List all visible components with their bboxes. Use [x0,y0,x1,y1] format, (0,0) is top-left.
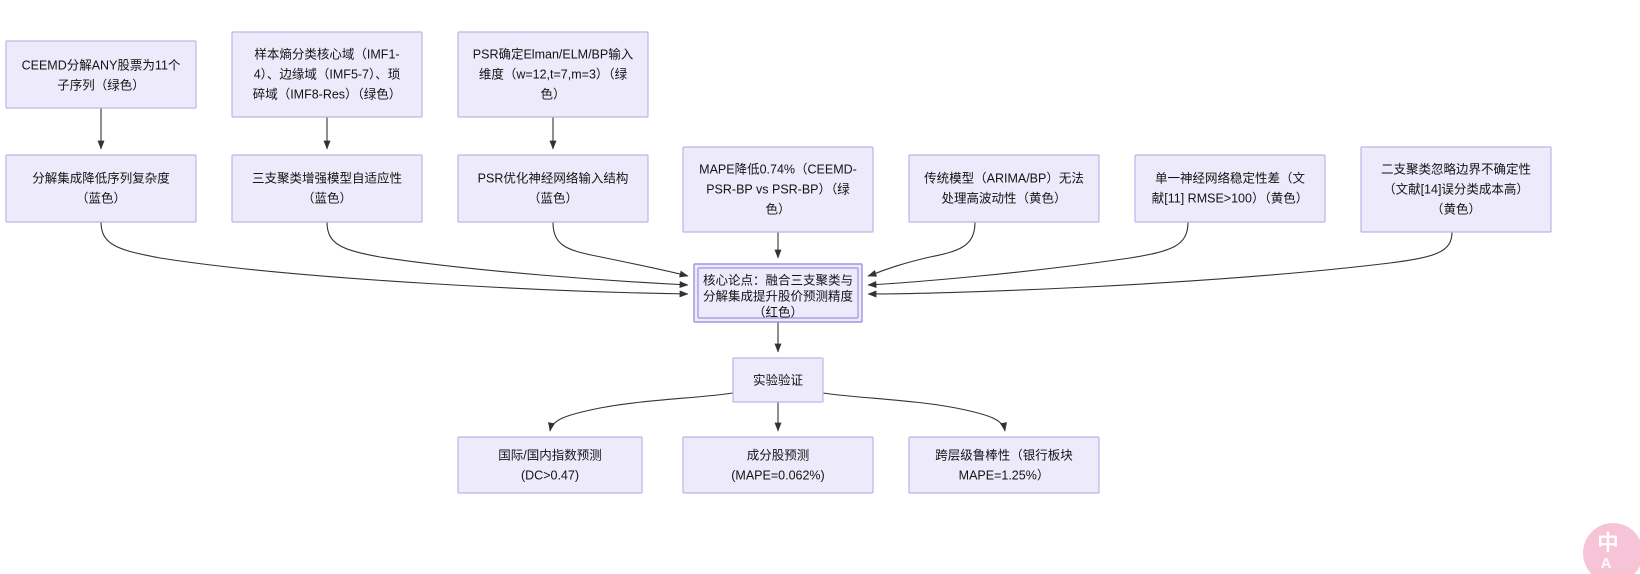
node-sample-entropy-classify[interactable]: 样本熵分类核心域（IMF1- 4）、边缘域（IMF5-7）、琐 碎域（IMF8-… [231,31,423,118]
node-label-line: 单一神经网络稳定性差（文 [1155,170,1306,185]
node-label-line: CEEMD分解ANY股票为11个 [22,58,181,72]
node-decomposition-reduces-complexity[interactable]: 分解集成降低序列复杂度 （蓝色） [5,154,197,223]
node-label-line: 二支聚类忽略边界不确定性 [1381,161,1531,176]
edge-n10-to-core [867,231,1453,298]
node-label-line: （黄色） [1431,201,1481,216]
node-label-line: 色） [765,201,790,216]
node-label-line: MAPE=1.25%） [959,468,1050,482]
watermark-primary-glyph: 中 [1598,532,1619,555]
node-ceemd-decompose[interactable]: CEEMD分解ANY股票为11个 子序列（绿色） [5,40,197,109]
node-label-line: 实验验证 [753,372,804,387]
node-label-line: 色） [540,86,565,101]
node-label-line: 献[11] RMSE>100）（黄色） [1152,190,1308,205]
node-psr-input-dimension[interactable]: PSR确定Elman/ELM/BP输入 维度（w=12,t=7,m=3）（绿 色… [457,31,649,118]
node-traditional-models-limitation[interactable]: 传统模型（ARIMA/BP）无法 处理高波动性（黄色） [908,154,1100,223]
node-label-line: 子序列（绿色） [57,77,145,92]
node-mape-reduction[interactable]: MAPE降低0.74%（CEEMD- PSR-BP vs PSR-BP）（绿 色… [682,146,874,233]
node-core-thesis[interactable]: 核心论点：融合三支聚类与 分解集成提升股价预测精度 （红色） [693,263,863,323]
node-label-line: 分解集成降低序列复杂度 [32,170,170,185]
node-constituent-stock-result[interactable]: 成分股预测 (MAPE=0.062%) [682,436,874,494]
edge-n8-to-core [867,221,976,277]
edge-n6-to-core [552,221,689,278]
node-single-network-instability[interactable]: 单一神经网络稳定性差（文 献[11] RMSE>100）（黄色） [1134,154,1326,223]
node-label-line: 跨层级鲁棒性（银行板块 [935,448,1073,462]
node-label-line: 分解集成提升股价预测精度 [703,288,854,303]
node-label-line: 碎域（IMF8-Res）（绿色） [253,86,402,101]
node-label-line: 维度（w=12,t=7,m=3）（绿 [479,66,628,81]
edge-exp-to-r3 [822,392,1007,432]
watermark-circle [1583,523,1640,574]
node-label-line: 国际/国内指数预测 [498,447,601,462]
node-label-line: （文献[14]误分类成本高） [1383,181,1529,196]
node-label-line: 传统模型（ARIMA/BP）无法 [924,170,1084,185]
node-label-line: PSR-BP vs PSR-BP）（绿 [706,181,850,196]
edge-n5-to-core [326,221,689,289]
edge-n4-to-core [100,221,689,298]
node-label-line: 4）、边缘域（IMF5-7）、琐 [254,66,401,81]
node-label-line: MAPE降低0.74%（CEEMD- [699,162,857,176]
node-label-line: 核心论点：融合三支聚类与 [703,272,853,287]
node-label-line: 样本熵分类核心域（IMF1- [254,46,399,61]
node-label-line: 三支聚类增强模型自适应性 [252,170,402,185]
node-label-line: PSR确定Elman/ELM/BP输入 [473,46,634,61]
node-label-line: (DC>0.47) [521,468,579,482]
node-index-prediction-result[interactable]: 国际/国内指数预测 (DC>0.47) [457,436,643,494]
node-label-line: (MAPE=0.062%) [731,468,824,482]
node-two-way-clustering-limitation[interactable]: 二支聚类忽略边界不确定性 （文献[14]误分类成本高） （黄色） [1360,146,1552,233]
node-label-line: （蓝色） [76,190,126,205]
node-label-line: （红色） [753,304,803,319]
watermark-secondary-glyph: A [1601,555,1612,572]
node-label-line: PSR优化神经网络输入结构 [478,170,629,185]
node-psr-optimizes-network-input[interactable]: PSR优化神经网络输入结构 （蓝色） [457,154,649,223]
node-three-way-clustering-adaptivity[interactable]: 三支聚类增强模型自适应性 （蓝色） [231,154,423,223]
node-label-line: 处理高波动性（黄色） [941,190,1066,205]
node-label-line: （蓝色） [302,190,352,205]
edge-n9-to-core [867,221,1189,289]
node-experimental-validation[interactable]: 实验验证 [732,357,824,403]
node-layer: CEEMD分解ANY股票为11个 子序列（绿色） 样本熵分类核心域（IMF1- … [5,31,1552,494]
node-cross-level-robustness-result[interactable]: 跨层级鲁棒性（银行板块 MAPE=1.25%） [908,436,1100,494]
node-label-line: 成分股预测 [747,448,810,462]
edge-exp-to-r1 [548,392,734,432]
node-label-line: （蓝色） [528,190,578,205]
edge-layer [97,108,1453,432]
watermark: 中 A [1583,523,1640,574]
